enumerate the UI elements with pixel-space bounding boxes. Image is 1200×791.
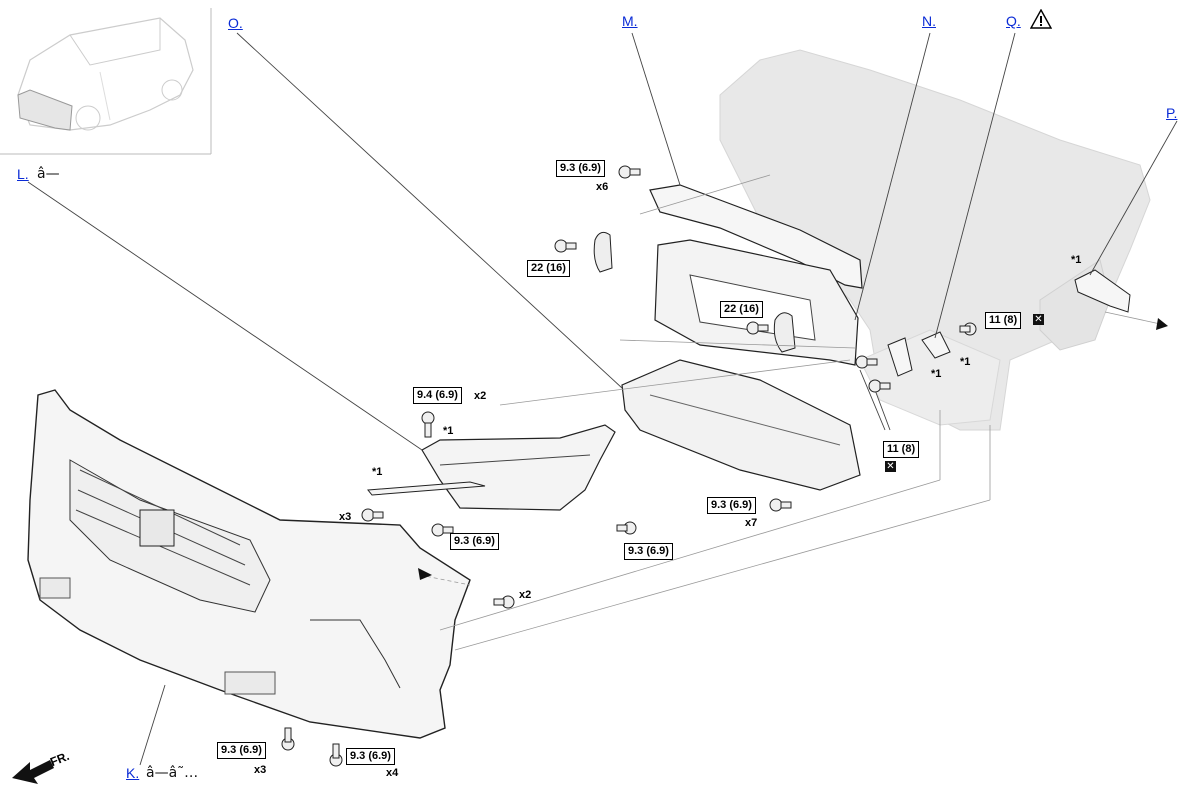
torque-label-o: 9.3 (6.9) xyxy=(707,497,756,514)
quantity-l-top: x2 xyxy=(474,390,487,402)
quantity-bumper: x2 xyxy=(519,589,532,601)
upper-grille xyxy=(421,424,616,511)
torque-label-l-top: 9.4 (6.9) xyxy=(413,387,462,404)
torque-label-horn-left: 22 (16) xyxy=(527,260,570,277)
horn-right xyxy=(773,312,796,353)
fasteners xyxy=(281,165,977,767)
torque-label-l-right: 9.3 (6.9) xyxy=(624,543,673,560)
torque-label-q-top: 11 (8) xyxy=(985,312,1022,329)
body-structure-ghost xyxy=(719,49,1151,431)
side-bracket xyxy=(1074,269,1131,313)
upper-brace xyxy=(649,184,863,289)
quantity-o: x7 xyxy=(745,517,758,529)
callout-l-suffix: â— xyxy=(37,166,60,182)
callout-q-link[interactable]: Q. xyxy=(1006,13,1021,29)
torque-label-l-mid: 9.3 (6.9) xyxy=(450,533,499,550)
vehicle-thumbnail xyxy=(0,8,212,155)
quantity-l-left: x3 xyxy=(339,511,352,523)
horn-left xyxy=(593,231,613,273)
note-star-strip: *1 xyxy=(372,466,383,478)
replace-part-icon: ✕ xyxy=(885,461,896,472)
trim-strip xyxy=(367,481,486,496)
callout-p-link[interactable]: P. xyxy=(1166,105,1178,121)
note-star-p: *1 xyxy=(1071,254,1082,266)
quantity-k-left: x3 xyxy=(254,764,267,776)
note-star-q2: *1 xyxy=(960,356,971,368)
callout-m-link[interactable]: M. xyxy=(622,13,638,29)
quantity-m: x6 xyxy=(596,181,609,193)
callout-l-link[interactable]: L. xyxy=(17,166,29,182)
note-star-q1: *1 xyxy=(931,368,942,380)
note-star-grille: *1 xyxy=(443,425,454,437)
torque-label-m: 9.3 (6.9) xyxy=(556,160,605,177)
callout-k-suffix: â—â˜… xyxy=(146,765,199,781)
front-bumper-cover xyxy=(27,389,471,739)
torque-label-k-right: 9.3 (6.9) xyxy=(346,748,395,765)
caution-icon xyxy=(1030,9,1052,29)
callout-n-link[interactable]: N. xyxy=(922,13,936,29)
quantity-k-right: x4 xyxy=(386,767,399,779)
replace-part-icon: ✕ xyxy=(1033,314,1044,325)
hood-latch-bracket xyxy=(887,331,951,377)
callout-k-link[interactable]: K. xyxy=(126,765,140,781)
leader-lines xyxy=(27,32,1178,766)
bumper-beam xyxy=(621,359,861,491)
front-direction-arrow xyxy=(12,760,54,784)
torque-label-q-bottom: 11 (8) xyxy=(883,441,920,458)
reference-lines xyxy=(418,174,1168,651)
torque-label-horn-right: 22 (16) xyxy=(720,301,763,318)
callout-o-link[interactable]: O. xyxy=(228,15,243,31)
torque-label-k-left: 9.3 (6.9) xyxy=(217,742,266,759)
